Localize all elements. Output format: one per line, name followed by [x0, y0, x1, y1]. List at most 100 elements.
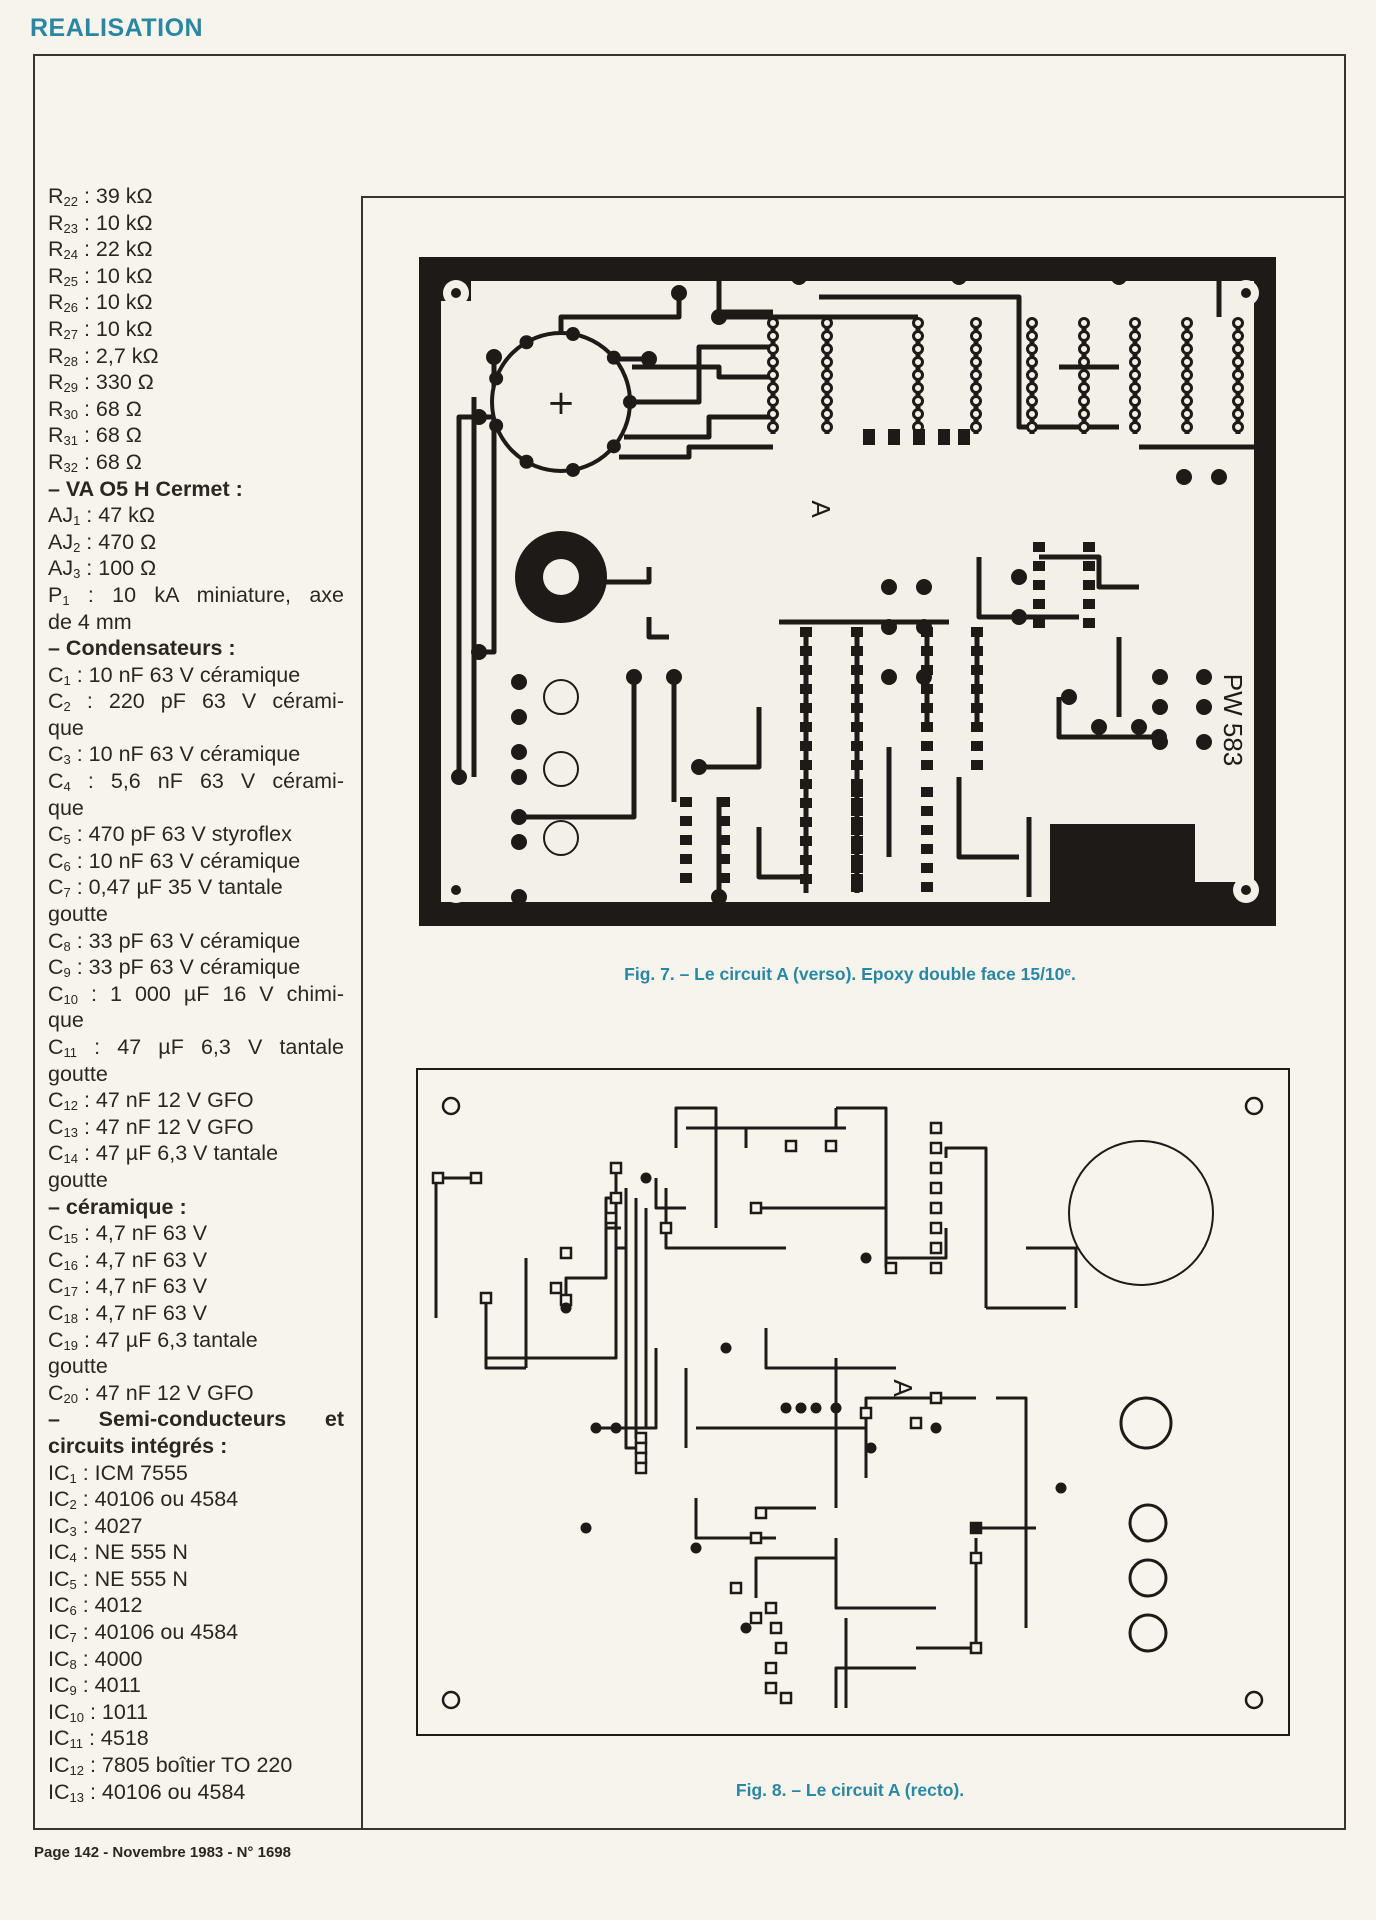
- resistor-pad: [1181, 356, 1193, 368]
- ic-pad: [800, 855, 812, 865]
- component-index: 3: [69, 1523, 77, 1539]
- ic-pad: [921, 882, 933, 892]
- transistor-pad: [888, 429, 900, 445]
- resistor-pad: [912, 369, 924, 381]
- component-index: 8: [69, 1656, 77, 1672]
- square-pad: [749, 1611, 763, 1625]
- component-index: 25: [63, 273, 78, 289]
- ic-pad: [718, 854, 730, 864]
- component-symbol: AJ: [48, 529, 74, 554]
- resistor-pad: [1129, 369, 1141, 381]
- ic-pad: [800, 646, 812, 656]
- solder-pad: [486, 349, 502, 365]
- component-symbol: R: [48, 237, 64, 262]
- square-pad: [659, 1221, 673, 1235]
- solder-pad: [511, 769, 527, 785]
- resistor-pad: [1181, 369, 1193, 381]
- square-pad: [634, 1461, 648, 1475]
- copper-trace: [819, 294, 1119, 430]
- copper-trace: [1039, 554, 1139, 590]
- parts-list-continuation: goutte: [48, 1061, 108, 1086]
- component-value: : 0,47 µF 35 V tantale: [70, 875, 283, 900]
- parts-list-item: IC1 : ICM 7555: [48, 1460, 344, 1487]
- component-index: 23: [63, 220, 78, 236]
- ic-pad: [1033, 618, 1045, 628]
- parts-list-item: C18 : 4,7 nF 63 V: [48, 1300, 344, 1327]
- solder-pad: [740, 1622, 752, 1634]
- battery-pad: [565, 462, 580, 477]
- resistor-pad: [1026, 369, 1038, 381]
- solder-pad: [511, 834, 527, 850]
- solder-pad: [451, 769, 467, 785]
- solder-pad: [711, 309, 727, 325]
- resistor-pad: [1078, 395, 1090, 407]
- solder-pad: [1111, 269, 1127, 285]
- battery-pad: [489, 371, 504, 386]
- resistor-pad: [1129, 421, 1141, 433]
- mounting-hole: [543, 559, 579, 595]
- component-symbol: R: [48, 423, 64, 448]
- square-pad: [764, 1661, 778, 1675]
- corner-hole: [1244, 1096, 1264, 1116]
- corner-hole: [441, 1096, 461, 1116]
- component-value: : 1 000 µF 16 V chimi-: [78, 981, 344, 1006]
- component-value: : 40106 ou 4584: [76, 1487, 239, 1512]
- resistor-pad: [1078, 408, 1090, 420]
- resistor-pad: [912, 317, 924, 329]
- parts-list-item: IC12 : 7805 boîtier TO 220: [48, 1752, 344, 1779]
- component-index: 24: [63, 247, 78, 263]
- component-value: : 470 Ω: [80, 529, 157, 554]
- figure-8-caption: Fig. 8. – Le circuit A (recto).: [735, 1780, 965, 1800]
- copper-trace: [864, 1396, 936, 1478]
- square-pad: [929, 1201, 943, 1215]
- component-index: 2: [73, 539, 81, 555]
- connector-hole: [1119, 1396, 1173, 1450]
- copper-trace: [694, 1498, 776, 1540]
- copper-trace: [886, 1228, 948, 1260]
- parts-list-continuation: que: [48, 795, 84, 820]
- solder-pad: [1152, 669, 1168, 685]
- solder-pad: [1151, 729, 1167, 745]
- component-value: : 10 nF 63 V céramique: [70, 662, 301, 687]
- solder-pad: [690, 1542, 702, 1554]
- page-footer: Page 142 - Novembre 1983 - N° 1698: [34, 1844, 291, 1861]
- resistor-pad: [1129, 395, 1141, 407]
- copper-trace: [744, 1126, 846, 1148]
- square-pad: [479, 1291, 493, 1305]
- ic-pad: [851, 741, 863, 751]
- component-value: : 40106 ou 4584: [83, 1779, 246, 1804]
- solder-pad: [1061, 689, 1077, 705]
- ic-pad: [800, 722, 812, 732]
- component-value: : 5,6 nF 63 V cérami-: [70, 769, 344, 794]
- component-value: : 33 pF 63 V céramique: [70, 955, 301, 980]
- ic-pad: [718, 816, 730, 826]
- component-symbol: IC: [48, 1566, 70, 1591]
- resistor-pad: [821, 317, 833, 329]
- copper-trace: [632, 364, 773, 380]
- corner-hole: [1244, 1690, 1264, 1710]
- resistor-pad: [821, 421, 833, 433]
- resistor-pad: [1026, 330, 1038, 342]
- parts-list-item: C9 : 33 pF 63 V céramique: [48, 954, 344, 981]
- component-value: : 10 kΩ: [78, 263, 153, 288]
- ic-pad: [921, 722, 933, 732]
- column-divider: [361, 196, 363, 1830]
- resistor-pad: [1026, 421, 1038, 433]
- component-symbol: C: [48, 1380, 64, 1405]
- parts-list-item: IC2 : 40106 ou 4584: [48, 1486, 344, 1513]
- component-value: : 330 Ω: [78, 370, 154, 395]
- square-pad: [749, 1531, 763, 1545]
- transistor-pad: [913, 429, 925, 445]
- solder-pad: [691, 759, 707, 775]
- parts-list-item: C3 : 10 nF 63 V céramique: [48, 741, 344, 768]
- copper-trace: [754, 1556, 836, 1598]
- resistor-pad: [1232, 382, 1244, 394]
- square-pad: [929, 1181, 943, 1195]
- parts-list-item: C2 : 220 pF 63 V cérami-: [48, 688, 344, 715]
- parts-list-item: R30 : 68 Ω: [48, 396, 344, 423]
- transistor-pad: [938, 429, 950, 445]
- parts-list-item: C6 : 10 nF 63 V céramique: [48, 848, 344, 875]
- component-value: : 10 kΩ: [78, 316, 153, 341]
- ic-pad: [971, 684, 983, 694]
- resistor-pad: [1181, 408, 1193, 420]
